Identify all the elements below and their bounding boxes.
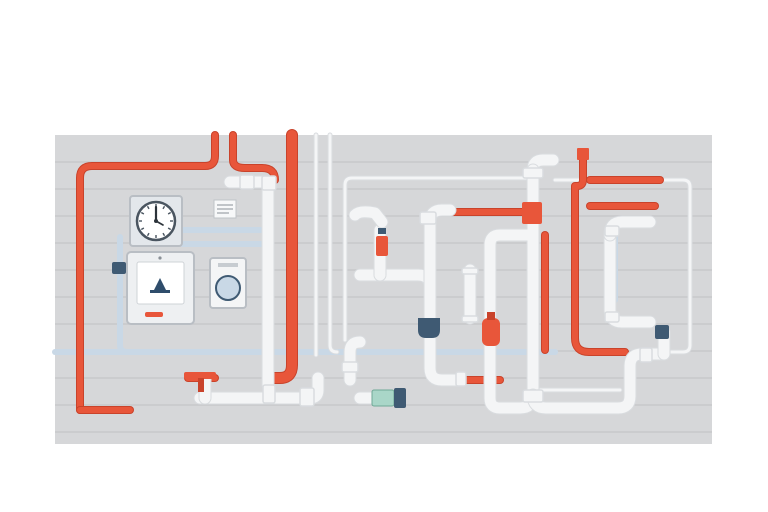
pipe-coupling bbox=[299, 387, 315, 407]
gauge-tick bbox=[167, 227, 172, 231]
blue-connector bbox=[371, 388, 406, 408]
control-panel-icon bbox=[126, 251, 195, 325]
gate-valve bbox=[376, 228, 388, 256]
end-cap-red bbox=[577, 148, 589, 160]
pipe-segment bbox=[572, 157, 628, 355]
dark-valve bbox=[418, 318, 440, 338]
pipe-coupling bbox=[461, 267, 479, 275]
gauge-tick bbox=[162, 205, 166, 210]
pipe-segment bbox=[349, 206, 388, 228]
pipe-coupling bbox=[522, 389, 544, 403]
pipe-segment bbox=[328, 133, 339, 354]
pipe-segment bbox=[424, 216, 466, 386]
pipe-fittings bbox=[239, 167, 653, 407]
wall-sign-icon bbox=[213, 199, 237, 219]
pipe-coupling bbox=[461, 315, 479, 323]
pipe-coupling bbox=[239, 174, 255, 190]
pipe-coupling bbox=[455, 371, 467, 387]
pipe-coupling bbox=[419, 211, 437, 225]
gauge-tick bbox=[167, 211, 172, 215]
pipe-segment bbox=[230, 132, 278, 183]
pipe-coupling bbox=[341, 361, 359, 373]
tee-fitting-red bbox=[522, 202, 542, 224]
pipe-segment bbox=[77, 132, 218, 413]
pipe-segment bbox=[265, 130, 297, 383]
gauge-tick bbox=[162, 232, 166, 237]
water-meter-icon bbox=[209, 257, 247, 309]
gauge-tick bbox=[140, 227, 145, 231]
pipe-segment bbox=[527, 348, 670, 414]
gauge-tick bbox=[140, 211, 145, 215]
pipe-segment bbox=[343, 176, 530, 342]
pipe-segment bbox=[553, 178, 692, 354]
blue-pipes bbox=[52, 227, 618, 355]
valve-icon bbox=[112, 262, 126, 274]
pipe-coupling bbox=[604, 311, 620, 323]
pipe-coupling bbox=[604, 225, 620, 237]
pipe-segment bbox=[117, 234, 130, 355]
pressure-gauge-icon bbox=[129, 195, 183, 247]
pipe-segment bbox=[344, 336, 366, 386]
pipe-coupling bbox=[261, 175, 277, 191]
right-dark-valve bbox=[655, 325, 669, 339]
pipe-coupling bbox=[522, 167, 544, 179]
red-handle-valve bbox=[184, 372, 216, 392]
gauge-tick bbox=[146, 205, 150, 210]
thin-white-lines bbox=[313, 132, 693, 393]
red-pipes bbox=[76, 129, 664, 414]
red-cylinder-valve bbox=[482, 312, 500, 346]
pipe-coupling bbox=[639, 347, 653, 363]
gauge-tick bbox=[146, 232, 150, 237]
pipe-coupling bbox=[262, 384, 276, 404]
